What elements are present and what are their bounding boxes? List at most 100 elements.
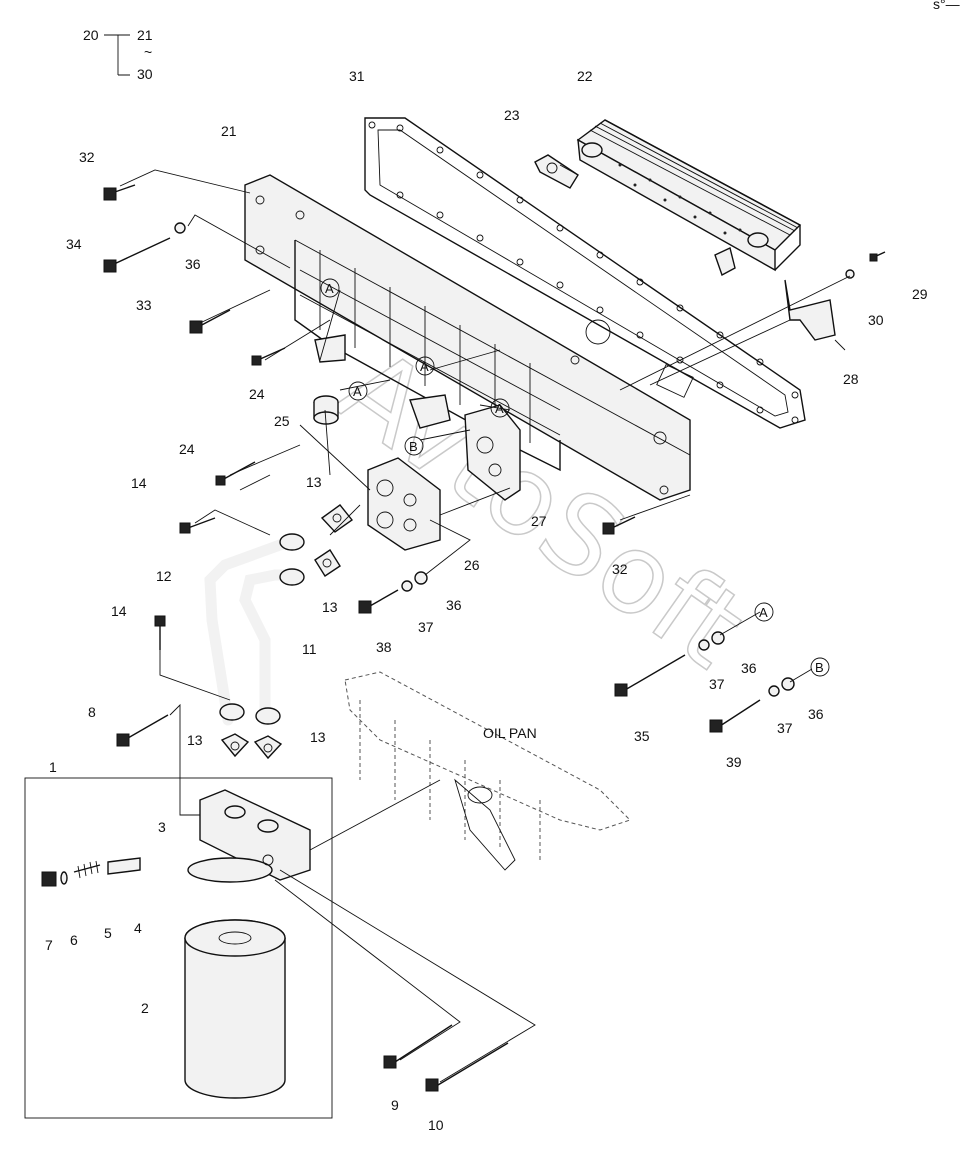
part-num-36-c: 36 xyxy=(741,660,757,676)
part-num-36-a: 36 xyxy=(185,256,201,272)
legend-root: 20 xyxy=(83,27,99,43)
bolt-14-upper xyxy=(179,517,216,534)
part-num-23: 23 xyxy=(504,107,520,123)
pipe-12-lower-flange xyxy=(219,703,245,721)
part-num-37-c: 37 xyxy=(777,720,793,736)
part-num-27: 27 xyxy=(531,513,547,529)
part-num-8: 8 xyxy=(88,704,96,720)
callout-a-5: A xyxy=(754,602,774,622)
svg-text:B: B xyxy=(815,660,824,675)
part-num-13-d: 13 xyxy=(310,729,326,745)
callout-a-1: A xyxy=(320,278,340,298)
part-num-35: 35 xyxy=(634,728,650,744)
part-num-10: 10 xyxy=(428,1117,444,1133)
bolt-32-top xyxy=(103,184,136,201)
bolt-33 xyxy=(189,309,231,334)
part-num-13-a: 13 xyxy=(306,474,322,490)
part-num-34: 34 xyxy=(66,236,82,252)
part-num-11: 11 xyxy=(302,641,317,657)
pipe-12 xyxy=(204,534,301,726)
bolt-24-mid xyxy=(215,461,256,486)
callout-a-2: A xyxy=(415,356,435,376)
part-num-29: 29 xyxy=(912,286,928,302)
legend-bracket xyxy=(104,34,130,76)
plug-25 xyxy=(313,395,339,425)
bolt-34 xyxy=(103,237,171,273)
part-num-4: 4 xyxy=(134,920,142,936)
oil-filter-2 xyxy=(184,919,286,1099)
part-num-13-b: 13 xyxy=(322,599,338,615)
bolt-39 xyxy=(709,699,761,733)
oil-pan-label: OIL PAN xyxy=(483,725,537,741)
part-num-13-c: 13 xyxy=(187,732,203,748)
washer-36-right-upper xyxy=(711,631,725,645)
assembly-box-1 xyxy=(24,777,333,1119)
oil-cooler-core-22 xyxy=(576,119,802,277)
pipe-11-flange xyxy=(279,568,305,586)
washer-36-top xyxy=(174,222,186,234)
part-num-36-d: 36 xyxy=(808,706,824,722)
legend-last: 30 xyxy=(137,66,153,82)
bolt-14-lower xyxy=(154,615,166,650)
part-num-26: 26 xyxy=(464,557,480,573)
spring-5 xyxy=(73,860,101,879)
part-num-37-a: 37 xyxy=(418,619,434,635)
part-num-25: 25 xyxy=(274,413,290,429)
washer-37-mid xyxy=(401,580,413,592)
callout-b-1: B xyxy=(404,436,424,456)
bolt-8 xyxy=(116,714,169,747)
washer-30 xyxy=(845,269,855,279)
part-num-39: 39 xyxy=(726,754,742,770)
gasket-13-upper xyxy=(320,504,354,533)
gasket-23 xyxy=(534,154,579,189)
corner-mark: s°— xyxy=(933,0,960,12)
part-num-32-a: 32 xyxy=(79,149,95,165)
part-num-38: 38 xyxy=(376,639,392,655)
plug-7 xyxy=(41,871,57,887)
part-num-1: 1 xyxy=(49,759,57,775)
washer-36-mid xyxy=(414,571,428,585)
housing-26 xyxy=(367,457,441,551)
part-num-28: 28 xyxy=(843,371,859,387)
washer-37-right-upper xyxy=(698,639,710,651)
oil-cooler-cover-21 xyxy=(244,174,691,501)
callout-b-2: B xyxy=(810,657,830,677)
part-number-labels: 1 2 3 4 5 6 7 8 9 10 11 12 13 13 13 13 1… xyxy=(45,68,928,1133)
bolt-38 xyxy=(358,589,399,614)
svg-text:A: A xyxy=(759,605,768,620)
part-num-9: 9 xyxy=(391,1097,399,1113)
oil-pan xyxy=(344,671,631,871)
part-num-32-b: 32 xyxy=(612,561,628,577)
callout-a-4: A xyxy=(490,398,510,418)
gasket-13-lower xyxy=(314,549,341,577)
bolt-29 xyxy=(869,251,886,262)
bolt-32-right xyxy=(602,516,636,535)
svg-text:A: A xyxy=(495,401,504,416)
part-num-12: 12 xyxy=(156,568,172,584)
part-num-30: 30 xyxy=(868,312,884,328)
part-num-24-a: 24 xyxy=(249,386,265,402)
washer-36-right-lower xyxy=(781,677,795,691)
part-num-14-b: 14 xyxy=(111,603,127,619)
svg-text:B: B xyxy=(409,439,418,454)
seal-6 xyxy=(60,871,68,885)
legend-sep: ~ xyxy=(144,44,152,60)
part-num-36-b: 36 xyxy=(446,597,462,613)
pipe-12-flange xyxy=(279,533,305,551)
bolt-10 xyxy=(425,1042,509,1092)
part-num-14-a: 14 xyxy=(131,475,147,491)
filter-head-3 xyxy=(187,789,311,883)
callout-a-3: A xyxy=(348,381,368,401)
svg-text:A: A xyxy=(420,359,429,374)
part-num-24-b: 24 xyxy=(179,441,195,457)
svg-text:A: A xyxy=(353,384,362,399)
part-num-5: 5 xyxy=(104,925,112,941)
gasket-27 xyxy=(464,404,521,501)
part-num-2: 2 xyxy=(141,1000,149,1016)
assembly-legend: 20 21 ~ 30 xyxy=(83,27,153,82)
part-num-22: 22 xyxy=(577,68,593,84)
washer-37-right-lower xyxy=(768,685,780,697)
bolt-35 xyxy=(614,654,686,697)
legend-first: 21 xyxy=(137,27,153,43)
